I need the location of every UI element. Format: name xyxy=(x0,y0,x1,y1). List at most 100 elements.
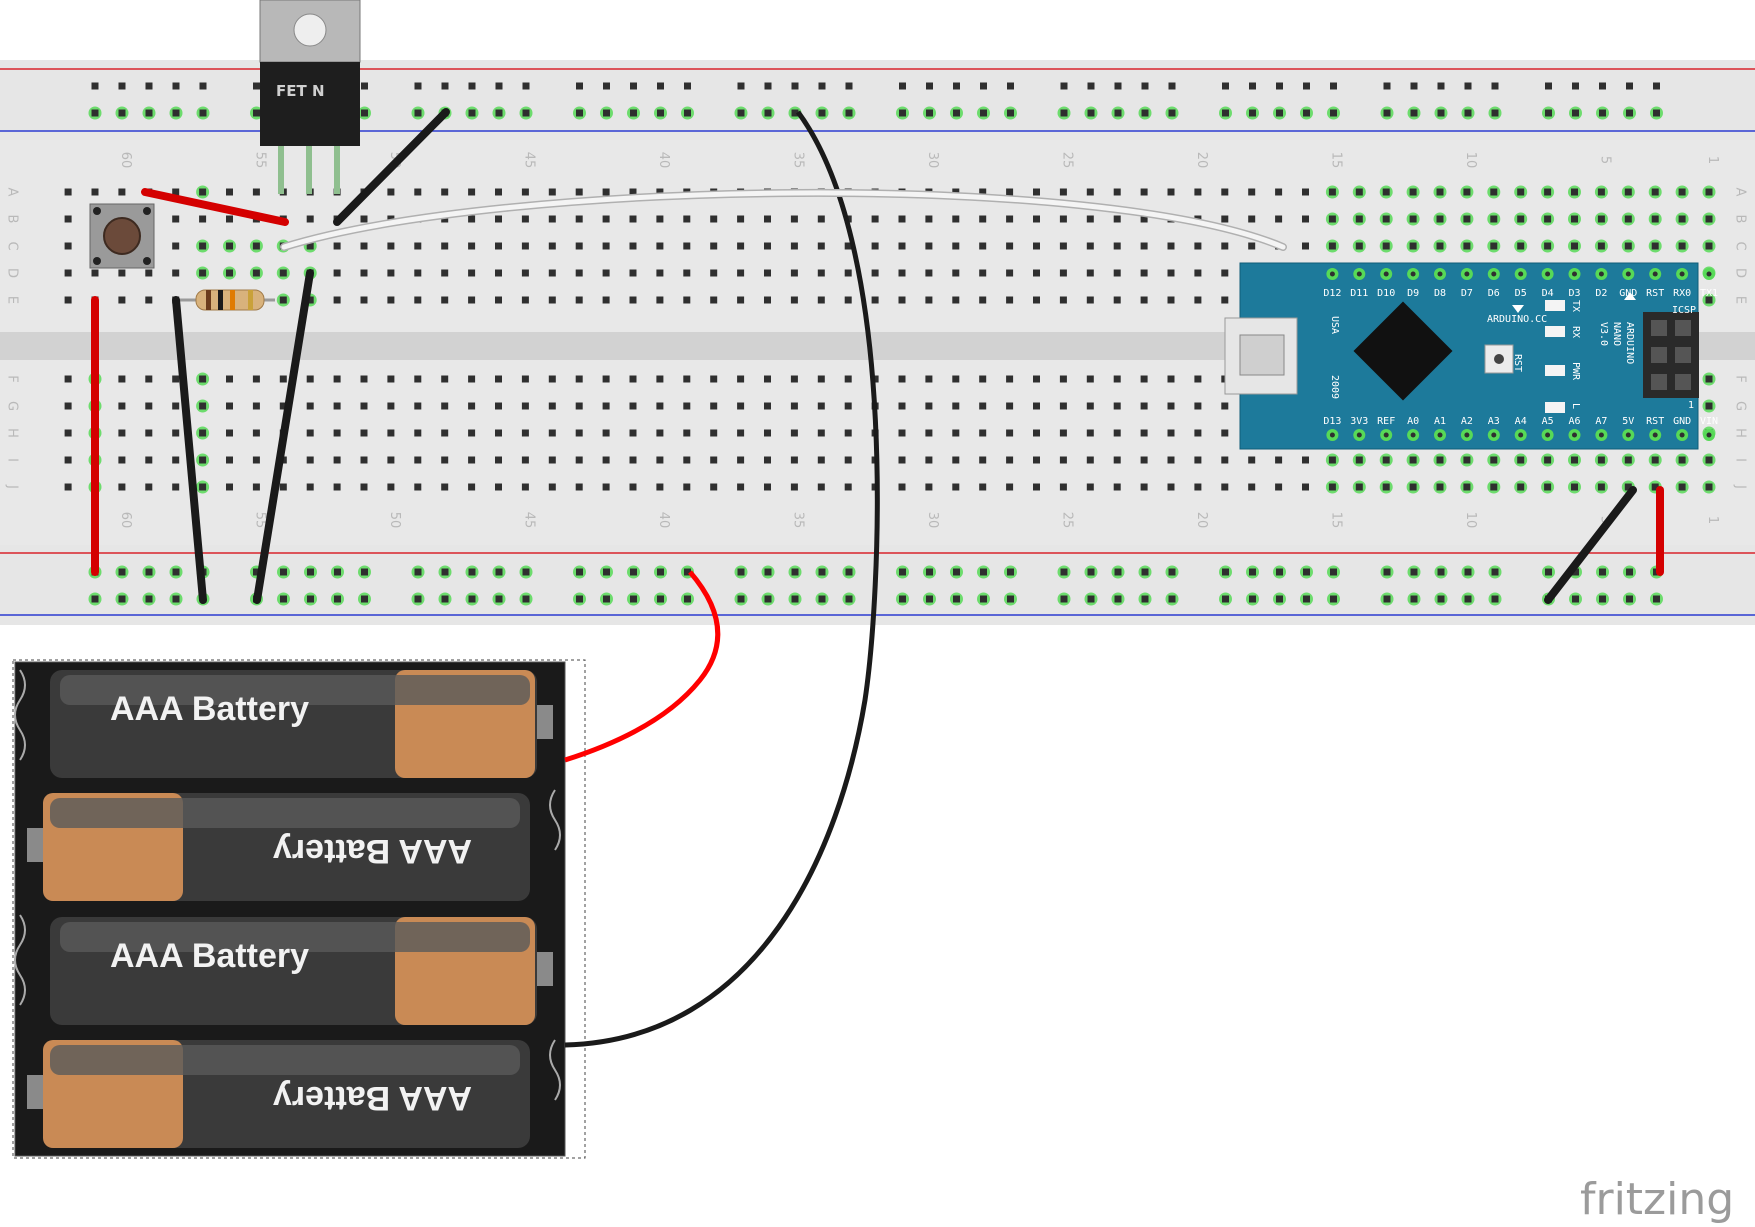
power-rail-hole[interactable] xyxy=(657,568,664,576)
power-rail-hole[interactable] xyxy=(1114,109,1122,117)
breadboard-hole[interactable] xyxy=(1059,483,1067,491)
breadboard-hole[interactable] xyxy=(145,375,153,383)
breadboard-hole[interactable] xyxy=(1597,242,1605,250)
breadboard-hole[interactable] xyxy=(1006,402,1014,410)
breadboard-hole[interactable] xyxy=(1113,242,1121,250)
power-rail-hole[interactable] xyxy=(361,568,368,576)
power-rail-hole[interactable] xyxy=(1383,568,1391,576)
breadboard-hole[interactable] xyxy=(925,296,933,304)
power-rail-hole[interactable] xyxy=(1141,568,1149,576)
breadboard-hole[interactable] xyxy=(1597,188,1605,196)
breadboard-hole[interactable] xyxy=(1597,483,1605,491)
breadboard-hole[interactable] xyxy=(764,242,771,250)
breadboard-hole[interactable] xyxy=(172,188,180,196)
breadboard-hole[interactable] xyxy=(575,269,583,277)
power-rail-hole[interactable] xyxy=(1007,82,1014,90)
power-rail-hole[interactable] xyxy=(603,568,610,576)
breadboard-hole[interactable] xyxy=(1705,215,1713,223)
breadboard-hole[interactable] xyxy=(683,456,691,464)
breadboard-hole[interactable] xyxy=(764,269,771,277)
breadboard-hole[interactable] xyxy=(575,429,583,437)
breadboard-hole[interactable] xyxy=(1355,215,1363,223)
power-rail-hole[interactable] xyxy=(307,568,314,576)
breadboard-hole[interactable] xyxy=(575,375,583,383)
breadboard-hole[interactable] xyxy=(1086,402,1094,410)
power-rail-hole[interactable] xyxy=(1491,568,1499,576)
power-rail-hole[interactable] xyxy=(1141,82,1149,90)
breadboard-hole[interactable] xyxy=(145,456,153,464)
breadboard-hole[interactable] xyxy=(1302,456,1309,464)
power-rail-hole[interactable] xyxy=(199,82,207,90)
breadboard-hole[interactable] xyxy=(306,296,314,304)
power-rail-hole[interactable] xyxy=(684,109,691,117)
breadboard-hole[interactable] xyxy=(683,269,691,277)
breadboard-hole[interactable] xyxy=(710,215,718,223)
breadboard-hole[interactable] xyxy=(1006,296,1014,304)
breadboard-hole[interactable] xyxy=(1167,456,1175,464)
breadboard-hole[interactable] xyxy=(737,296,745,304)
breadboard-hole[interactable] xyxy=(1705,188,1713,196)
breadboard-hole[interactable] xyxy=(979,429,987,437)
power-rail-hole[interactable] xyxy=(1249,82,1256,90)
breadboard-hole[interactable] xyxy=(898,483,906,491)
breadboard-hole[interactable] xyxy=(871,269,879,277)
breadboard-hole[interactable] xyxy=(1705,296,1713,304)
breadboard-hole[interactable] xyxy=(1059,296,1067,304)
power-rail-hole[interactable] xyxy=(522,82,530,90)
breadboard-hole[interactable] xyxy=(1490,242,1498,250)
breadboard-hole[interactable] xyxy=(468,269,476,277)
power-rail-hole[interactable] xyxy=(495,595,503,603)
breadboard-hole[interactable] xyxy=(683,296,691,304)
breadboard-hole[interactable] xyxy=(414,375,422,383)
power-rail-hole[interactable] xyxy=(953,568,960,576)
power-rail-hole[interactable] xyxy=(361,109,368,117)
power-rail-hole[interactable] xyxy=(980,595,987,603)
breadboard-hole[interactable] xyxy=(602,402,610,410)
power-rail-hole[interactable] xyxy=(764,109,772,117)
breadboard-hole[interactable] xyxy=(710,269,718,277)
breadboard-hole[interactable] xyxy=(629,296,637,304)
breadboard-hole[interactable] xyxy=(656,483,664,491)
power-rail-hole[interactable] xyxy=(1330,568,1337,576)
power-rail-hole[interactable] xyxy=(899,109,906,117)
breadboard-hole[interactable] xyxy=(1167,188,1175,196)
breadboard-hole[interactable] xyxy=(1140,215,1148,223)
breadboard-hole[interactable] xyxy=(145,269,153,277)
breadboard-hole[interactable] xyxy=(91,269,99,277)
power-rail-hole[interactable] xyxy=(1276,82,1283,90)
breadboard-hole[interactable] xyxy=(979,402,987,410)
power-rail-hole[interactable] xyxy=(468,568,476,576)
power-rail-hole[interactable] xyxy=(1626,568,1633,576)
power-rail-hole[interactable] xyxy=(1383,82,1391,90)
breadboard-hole[interactable] xyxy=(602,188,610,196)
power-rail-hole[interactable] xyxy=(845,82,853,90)
power-rail-hole[interactable] xyxy=(441,595,449,603)
power-rail-hole[interactable] xyxy=(253,568,260,576)
power-rail-hole[interactable] xyxy=(1653,82,1660,90)
breadboard-hole[interactable] xyxy=(441,375,449,383)
breadboard-hole[interactable] xyxy=(898,402,906,410)
breadboard-hole[interactable] xyxy=(333,269,341,277)
breadboard-hole[interactable] xyxy=(172,483,180,491)
breadboard-hole[interactable] xyxy=(817,483,825,491)
breadboard-hole[interactable] xyxy=(252,242,260,250)
power-rail-hole[interactable] xyxy=(791,568,799,576)
breadboard-hole[interactable] xyxy=(1167,242,1175,250)
breadboard-hole[interactable] xyxy=(898,215,906,223)
breadboard-hole[interactable] xyxy=(1490,456,1498,464)
breadboard-hole[interactable] xyxy=(118,269,126,277)
breadboard-hole[interactable] xyxy=(764,483,771,491)
breadboard-hole[interactable] xyxy=(199,483,207,491)
breadboard-hole[interactable] xyxy=(279,402,287,410)
breadboard-hole[interactable] xyxy=(602,269,610,277)
push-button[interactable] xyxy=(89,203,155,269)
breadboard-hole[interactable] xyxy=(817,456,825,464)
breadboard-hole[interactable] xyxy=(656,375,664,383)
breadboard-hole[interactable] xyxy=(1167,483,1175,491)
power-rail-hole[interactable] xyxy=(1168,82,1176,90)
breadboard-hole[interactable] xyxy=(1571,483,1578,491)
power-rail-hole[interactable] xyxy=(1626,109,1633,117)
power-rail-hole[interactable] xyxy=(576,568,583,576)
power-rail-hole[interactable] xyxy=(1222,595,1229,603)
breadboard-hole[interactable] xyxy=(172,456,180,464)
